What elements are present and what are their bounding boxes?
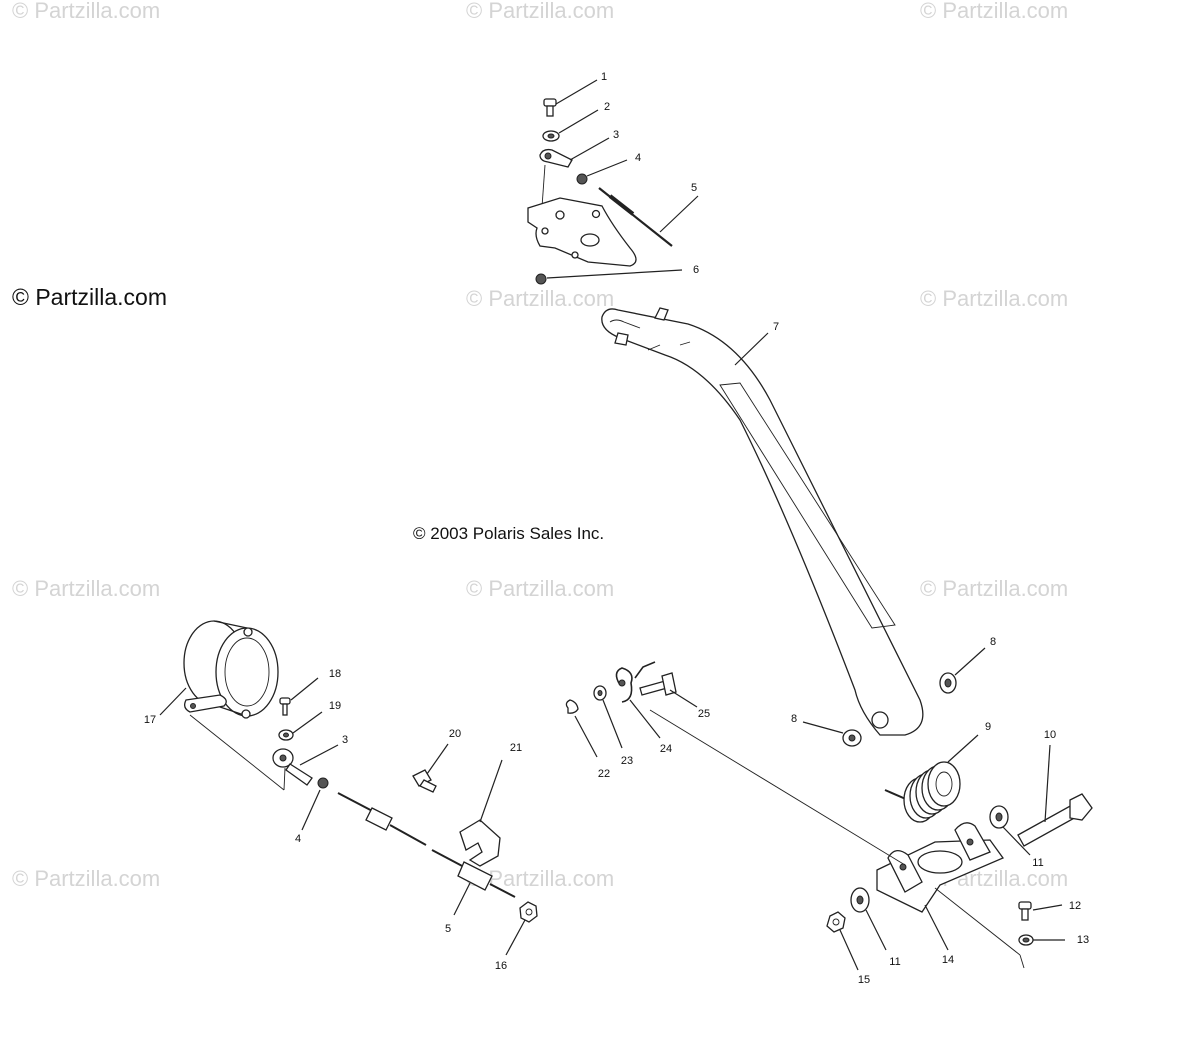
callout-22: 22 (597, 768, 611, 780)
watermark: © Partzilla.com (920, 0, 1069, 23)
partzilla-copyright: © Partzilla.com (12, 284, 167, 310)
callout-15: 15 (857, 974, 871, 986)
part-22-e-clip[interactable] (565, 699, 579, 714)
watermark: © Partzilla.com (12, 866, 161, 891)
callout-16: 16 (494, 960, 508, 972)
part-1-bolt[interactable] (543, 98, 557, 117)
polaris-copyright: © 2003 Polaris Sales Inc. (413, 524, 605, 543)
watermark: © Partzilla.com (12, 0, 161, 23)
part-8-washer-left[interactable] (842, 729, 862, 747)
callout-3: 3 (612, 129, 620, 141)
part-14-pivot-mount[interactable] (876, 822, 1005, 913)
part-5-cable-top[interactable] (598, 187, 673, 247)
part-4-nut-top[interactable] (576, 173, 588, 185)
callout-11-right: 11 (1032, 857, 1044, 869)
part-12-bolt[interactable] (1018, 901, 1032, 921)
part-5-cable-lower[interactable] (337, 792, 516, 898)
part-19-washer[interactable] (278, 729, 294, 741)
callout-11-bottom: 11 (889, 956, 901, 968)
watermark: © Partzilla.com (920, 286, 1069, 311)
callout-19: 19 (328, 700, 342, 712)
part-25-pin[interactable] (639, 672, 677, 696)
part-7-control-arm[interactable] (601, 307, 924, 736)
part-3-rod-end[interactable] (272, 748, 313, 786)
callout-21: 21 (509, 742, 523, 754)
part-15-nut[interactable] (826, 911, 846, 933)
watermark: © Partzilla.com (466, 286, 615, 311)
part-8-washer-right[interactable] (939, 672, 957, 694)
part-11-washer-right[interactable] (989, 805, 1009, 829)
callout-1: 1 (600, 71, 608, 83)
callout-8-left: 8 (790, 713, 798, 725)
callout-18: 18 (328, 668, 342, 680)
callout-8-right: 8 (989, 636, 997, 648)
callout-6: 6 (692, 264, 700, 276)
callout-12: 12 (1068, 900, 1082, 912)
callout-4-left: 4 (294, 833, 302, 845)
callout-9: 9 (984, 721, 992, 733)
part-3-lever-top[interactable] (539, 148, 573, 168)
callout-5: 5 (690, 182, 698, 194)
callout-7: 7 (772, 321, 780, 333)
watermark: © Partzilla.com (12, 576, 161, 601)
part-6-nut[interactable] (535, 273, 547, 285)
watermark: © Partzilla.com (466, 576, 615, 601)
part-18-screw[interactable] (279, 697, 291, 716)
watermark: © Partzilla.com (920, 576, 1069, 601)
mount-bracket (527, 197, 637, 267)
callout-24: 24 (659, 743, 673, 755)
part-20-bolt[interactable] (412, 769, 437, 793)
part-16-nut[interactable] (519, 901, 538, 923)
part-23-washer[interactable] (593, 685, 607, 701)
callout-20: 20 (448, 728, 462, 740)
part-10-bolt[interactable] (1017, 793, 1093, 847)
callout-10: 10 (1043, 729, 1057, 741)
callout-4: 4 (634, 152, 642, 164)
part-4-nut-left[interactable] (317, 777, 329, 789)
watermark: © Partzilla.com (466, 0, 615, 23)
callout-14: 14 (941, 954, 955, 966)
part-13-washer[interactable] (1018, 934, 1034, 946)
callout-17: 17 (143, 714, 157, 726)
callout-2: 2 (603, 101, 611, 113)
callout-23: 23 (620, 755, 634, 767)
part-17-clamp[interactable] (183, 620, 279, 719)
callout-3-left: 3 (341, 734, 349, 746)
part-21-clip[interactable] (459, 819, 501, 867)
callout-25: 25 (697, 708, 711, 720)
part-2-washer[interactable] (542, 130, 560, 142)
part-9-spring[interactable] (884, 761, 961, 823)
part-24-spring-pin[interactable] (615, 661, 656, 703)
callout-5-lower: 5 (444, 923, 452, 935)
part-11-washer-bottom[interactable] (850, 887, 870, 913)
callout-13: 13 (1076, 934, 1090, 946)
